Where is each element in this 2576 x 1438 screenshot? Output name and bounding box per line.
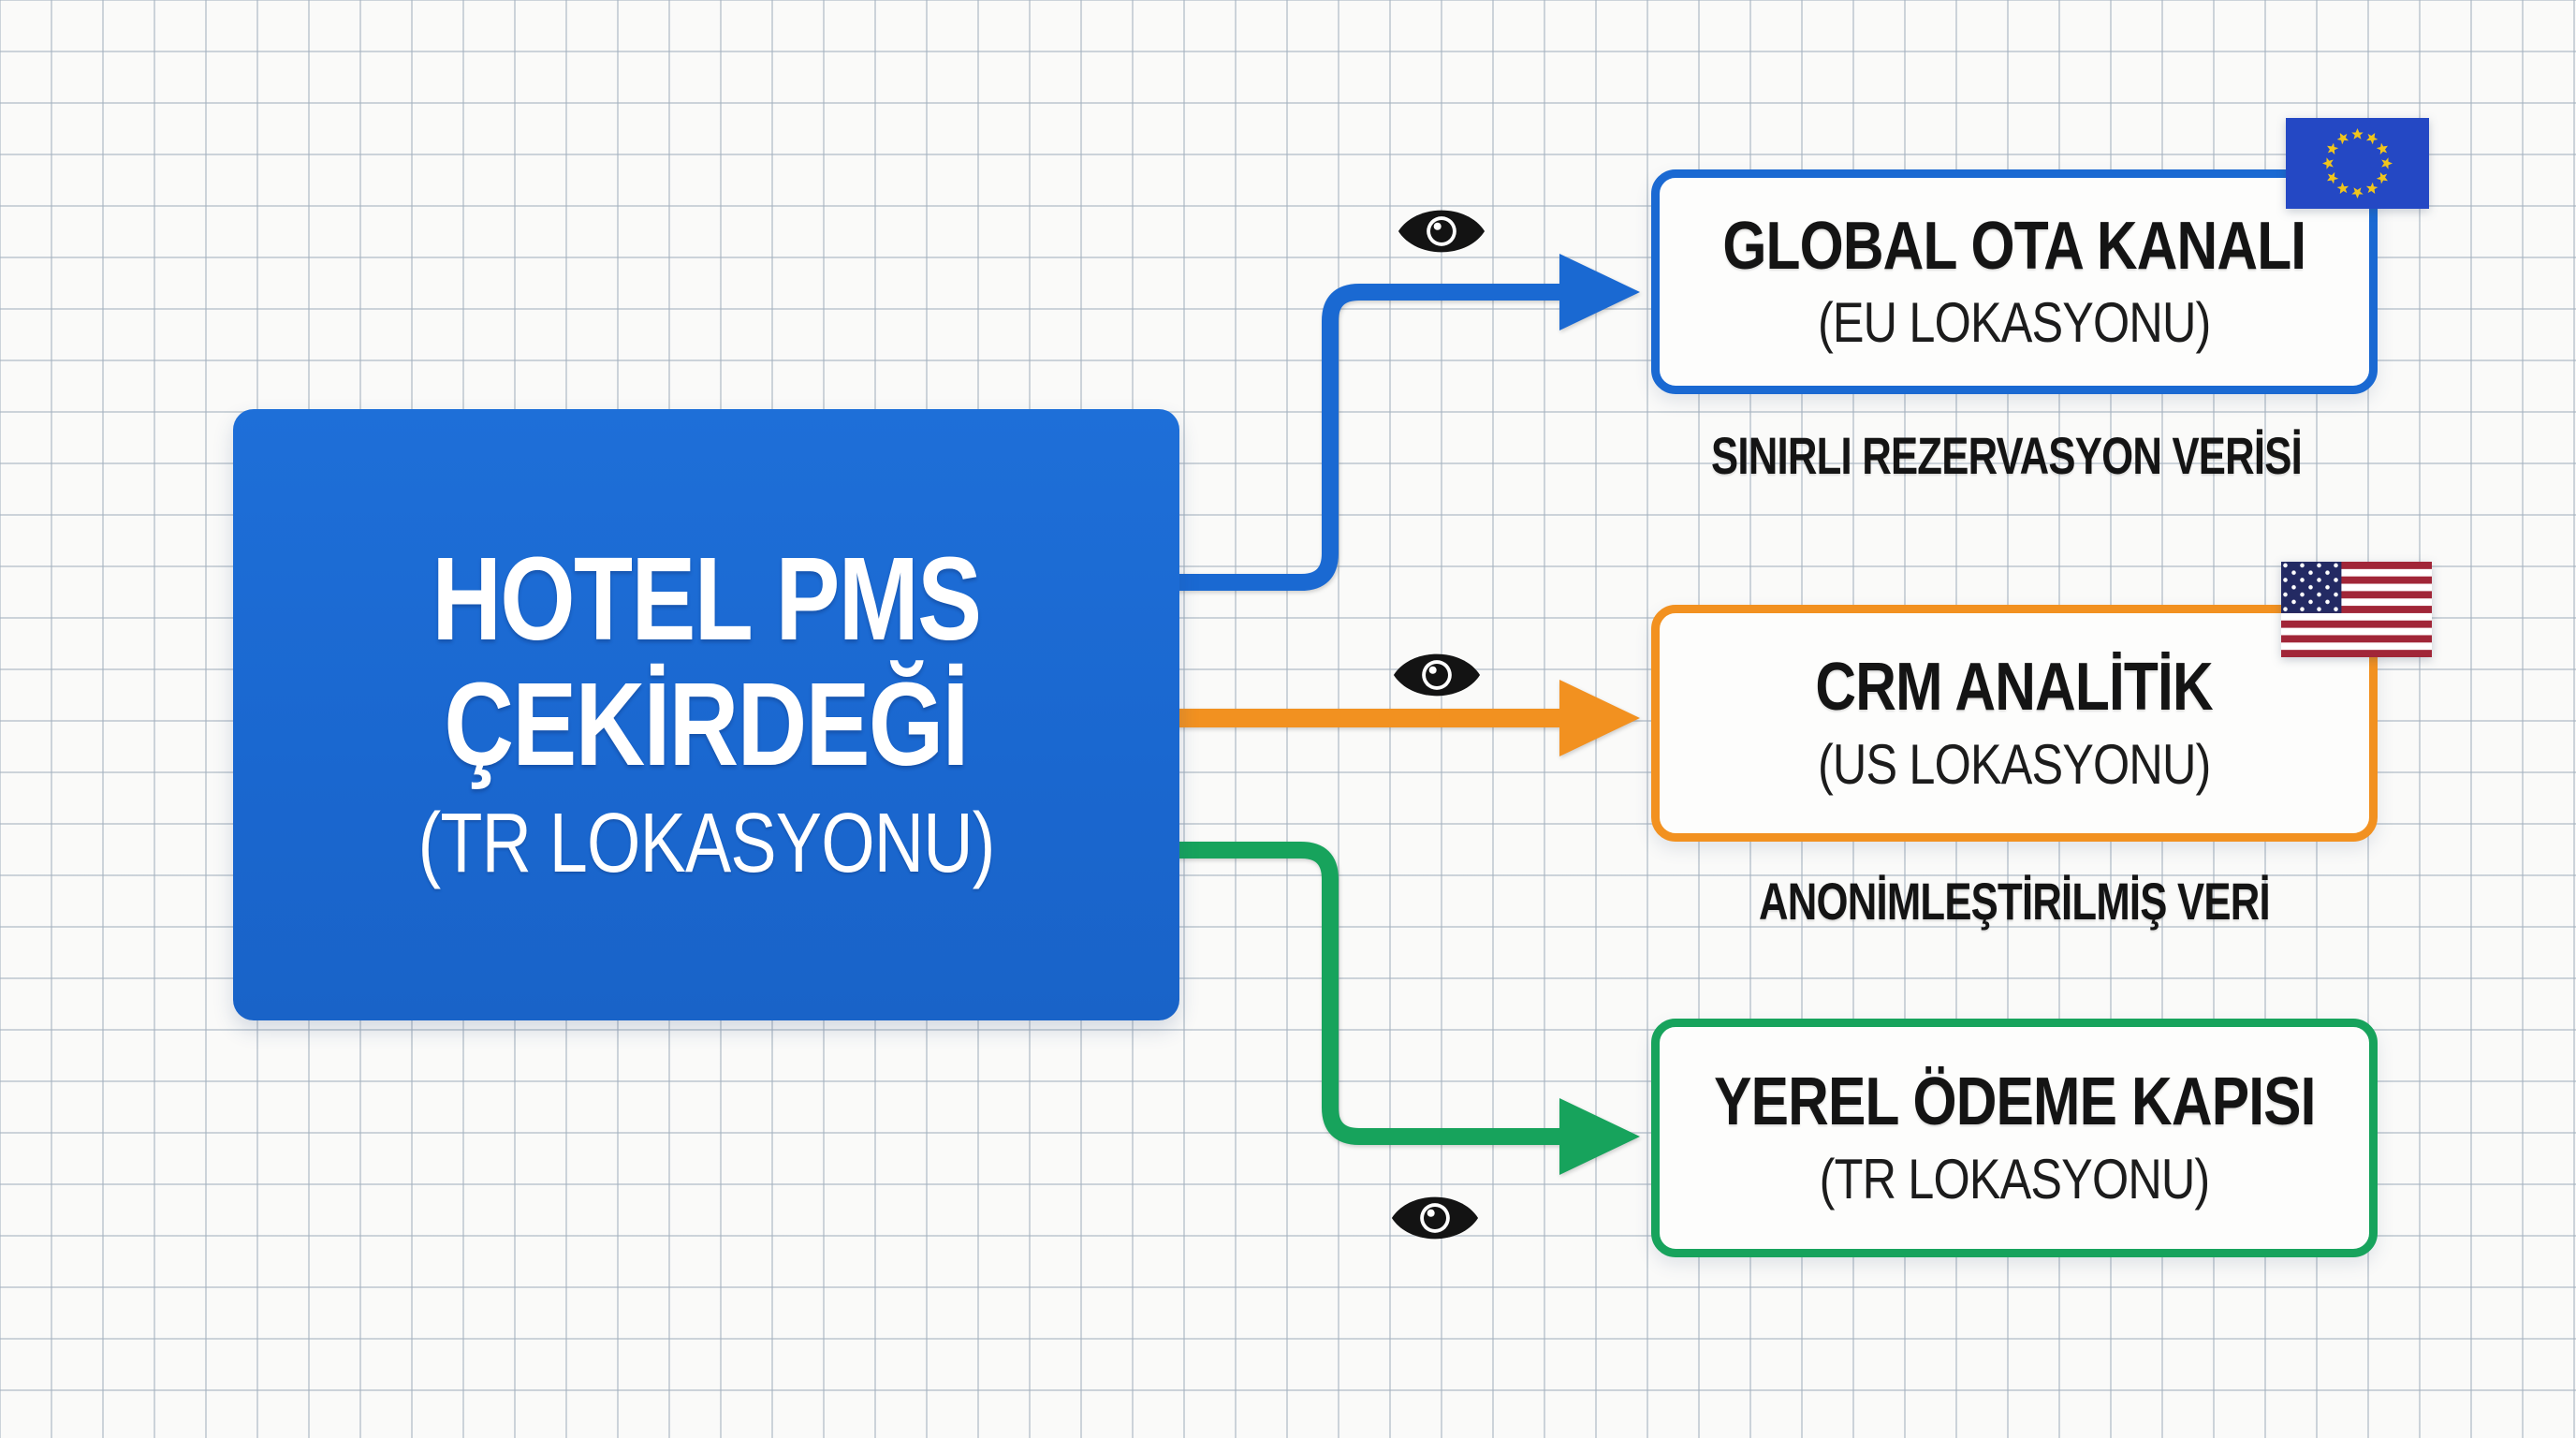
source-node-hotel-pms: HOTEL PMS ÇEKİRDEĞİ (TR LOKASYONU) <box>233 409 1179 1020</box>
node-title: CRM ANALİTİK <box>1815 650 2214 726</box>
source-title-line2: ÇEKİRDEĞİ <box>444 657 970 790</box>
target-node-crm-analytics: CRM ANALİTİK (US LOKASYONU) <box>1651 605 2378 842</box>
eye-icon <box>1398 210 1486 253</box>
node-subtitle: (EU LOKASYONU) <box>1818 291 2211 355</box>
annotation-text: SINIRLI REZERVASYON VERİSİ <box>1710 425 2303 485</box>
annotation-anonymized-data: ANONİMLEŞTİRİLMİŞ VERİ <box>1651 863 2378 938</box>
node-title: YEREL ÖDEME KAPISI <box>1713 1064 2316 1140</box>
node-subtitle: (TR LOKASYONU) <box>1819 1147 2211 1211</box>
source-title-line1: HOTEL PMS <box>432 533 982 666</box>
node-title: GLOBAL OTA KANALI <box>1722 208 2307 284</box>
eye-icon <box>1393 653 1481 697</box>
source-subtitle: (TR LOKASYONU) <box>417 797 996 891</box>
annotation-text: ANONİMLEŞTİRİLMİŞ VERİ <box>1759 871 2271 931</box>
annotation-limited-reservation-data: SINIRLI REZERVASYON VERİSİ <box>1651 418 2378 492</box>
node-subtitle: (US LOKASYONU) <box>1818 732 2211 796</box>
orange-flow-arrow <box>1161 680 1640 756</box>
target-node-global-ota: GLOBAL OTA KANALI (EU LOKASYONU) <box>1651 169 2378 394</box>
eye-icon <box>1391 1196 1479 1240</box>
target-node-local-payment: YEREL ÖDEME KAPISI (TR LOKASYONU) <box>1651 1019 2378 1257</box>
green-flow-arrow <box>1161 842 1640 1175</box>
us-flag-icon <box>2281 562 2432 657</box>
eu-flag-icon <box>2286 118 2429 209</box>
blue-flow-arrow <box>1161 254 1640 591</box>
